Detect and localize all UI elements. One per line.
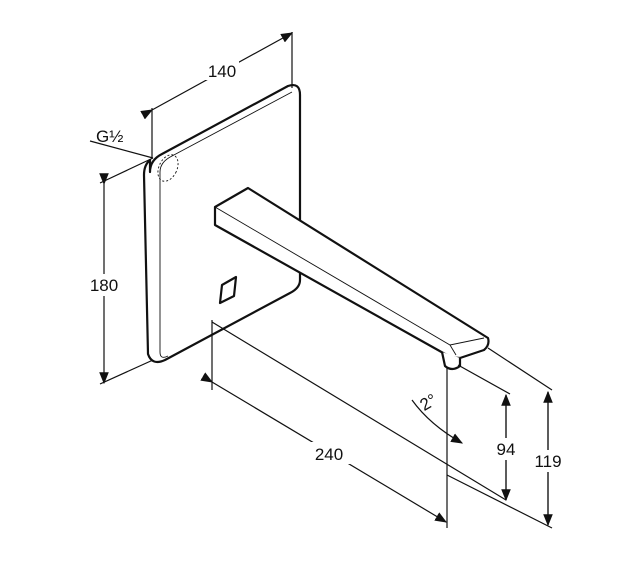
thread-callout: G½ [89, 127, 154, 159]
dimension-label-140: 140 [208, 62, 236, 81]
dimension-label-180: 180 [90, 276, 118, 295]
dimension-119: 119 [446, 347, 570, 529]
dimension-label-119: 119 [534, 452, 561, 471]
dimension-140: 140 [140, 32, 294, 158]
dimension-angle: 2° [411, 390, 464, 444]
dimension-label-94: 94 [497, 440, 516, 459]
dimension-label-240: 240 [315, 445, 343, 464]
dimension-94: 94 [457, 364, 522, 502]
dimension-240: 240 [200, 320, 507, 528]
dimension-180: 180 [85, 157, 154, 385]
thread-label: G½ [96, 127, 123, 146]
sensor-window-icon [218, 275, 238, 305]
